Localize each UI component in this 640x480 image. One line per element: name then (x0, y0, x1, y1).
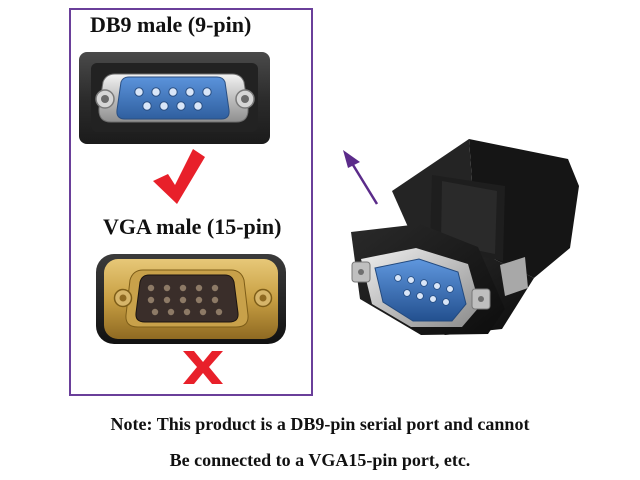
note-line-1: Note: This product is a DB9-pin serial p… (110, 414, 530, 434)
db9-connector-image (79, 52, 270, 144)
red-check-mark-icon (153, 149, 205, 204)
comparison-frame (69, 8, 313, 396)
vga-label: VGA male (15-pin) (103, 214, 282, 239)
red-x-mark-icon (183, 351, 223, 384)
purple-arrow-icon (343, 150, 379, 205)
vga-connector-image (96, 254, 286, 344)
note-line-2: Be connected to a VGA15-pin port, etc. (169, 450, 471, 470)
db9-label: DB9 male (9-pin) (90, 12, 252, 37)
db9-adapter-image (351, 139, 579, 335)
